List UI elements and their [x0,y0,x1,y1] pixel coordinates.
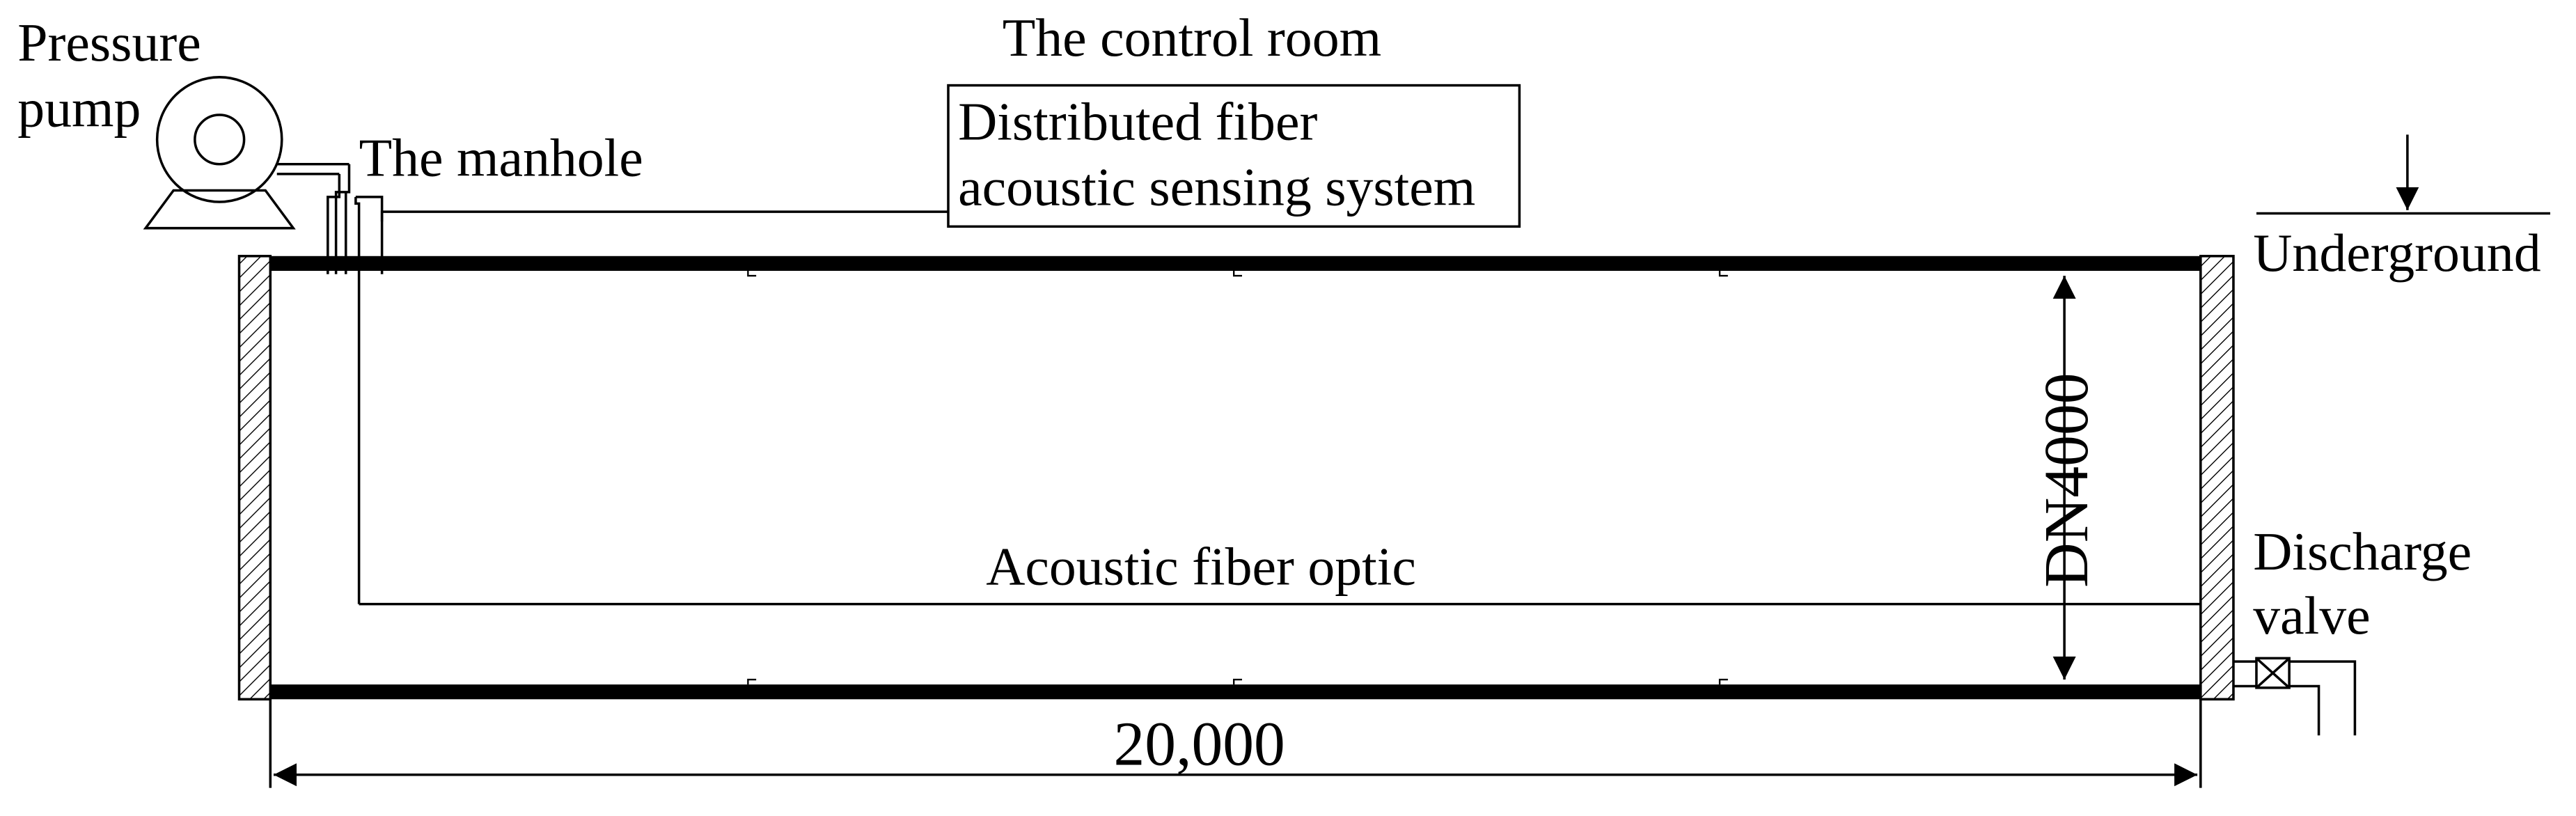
sensing-system-box [947,84,1521,228]
sensing-system-label-line1: Distributed fiber [958,91,1317,151]
pressure-pump-icon [143,76,350,230]
discharge-valve-icon [2233,657,2357,736]
sensing-system-label-line2: acoustic sensing system [958,157,1475,217]
manhole-pipes [327,164,384,604]
manhole-label: The manhole [359,127,643,187]
pipe-bottom-wall [270,684,2201,700]
pressure-pump-label-line1: Pressure [17,13,201,72]
acoustic-fiber-label: Acoustic fiber optic [986,536,1416,596]
pipe-joints [747,271,1728,685]
right-end-wall [2199,255,2235,701]
left-end-wall [237,255,272,701]
underground-label: Underground [2253,223,2540,283]
pressure-pump-label-line2: pump [17,79,141,139]
underground-marker [2256,134,2550,215]
length-label: 20,000 [1114,710,1285,779]
discharge-valve-label-line1: Discharge [2253,521,2472,581]
control-room-label: The control room [1003,8,1381,68]
diameter-label: DN4000 [2032,372,2101,588]
fiber-lead-line [380,210,948,222]
pipe-top-wall [270,256,2201,271]
length-dimension [269,699,2202,788]
discharge-valve-label-line2: valve [2253,586,2370,645]
